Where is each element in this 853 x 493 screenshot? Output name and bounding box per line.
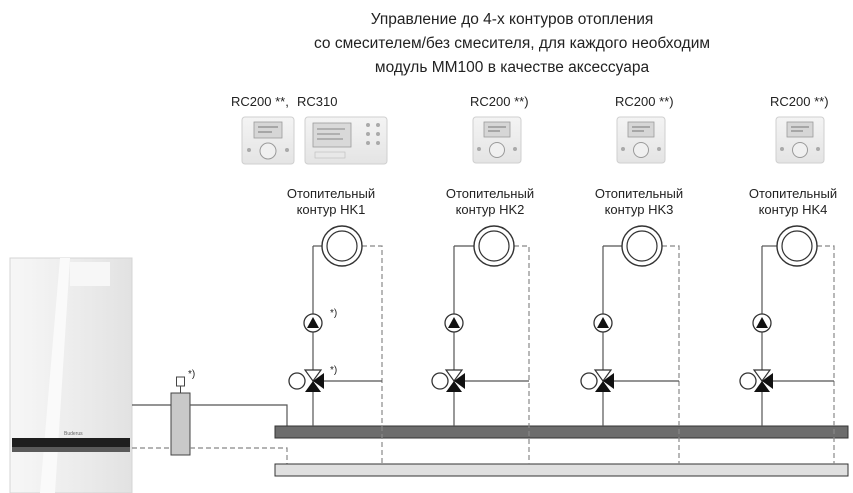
mixer-valve-hk3 [580, 369, 614, 392]
mixer-valve-hk1 [288, 369, 324, 392]
circuit-1-label-line2: контур HK1 [297, 202, 366, 217]
pump-hk1 [303, 313, 323, 333]
return-distribution-bar [274, 463, 849, 477]
pump-hk2 [444, 313, 464, 333]
supply-distribution-bar [274, 425, 849, 439]
separator-note: *) [188, 369, 195, 380]
title-line-2: со смесителем/без смесителя, для каждого… [314, 35, 710, 52]
controller-label-rc200-1: RC200 **, [231, 94, 289, 109]
controller-label-rc310: RC310 [297, 94, 337, 109]
mixer-note-hk1: *) [330, 365, 337, 376]
pump-hk4 [752, 313, 772, 333]
circuit-hk3 [580, 225, 680, 464]
mixer-valve-hk4 [739, 369, 773, 392]
pump-note-hk1: *) [330, 308, 337, 319]
boiler-image: Buderus [9, 257, 133, 493]
circuit-1-label-line1: Отопительный [287, 186, 375, 201]
rc200-device-image-4 [775, 116, 825, 164]
separator-return-pipe [190, 447, 288, 464]
radiator-hk1 [321, 225, 363, 267]
controller-label-rc200-4: RC200 **) [770, 94, 829, 109]
circuit-3-label-line2: контур HK3 [605, 202, 674, 217]
separator-supply-pipe [190, 404, 288, 426]
circuit-hk4 [739, 225, 835, 464]
title-line-1: Управление до 4-х контуров отопления [371, 11, 654, 28]
circuit-2-label-line2: контур HK2 [456, 202, 525, 217]
controller-label-rc200-2: RC200 **) [470, 94, 529, 109]
rc200-device-image-2 [472, 116, 522, 164]
radiator-hk4 [776, 225, 818, 267]
rc310-device-image [304, 116, 388, 165]
circuit-2-label-line1: Отопительный [446, 186, 534, 201]
boiler-brand: Buderus [64, 431, 83, 437]
circuit-4-label-line2: контур HK4 [759, 202, 828, 217]
pump-hk3 [593, 313, 613, 333]
controller-label-rc200-3: RC200 **) [615, 94, 674, 109]
hydraulic-separator [170, 376, 191, 456]
circuit-hk2 [431, 225, 530, 464]
rc200-device-image-3 [616, 116, 666, 164]
radiator-hk3 [621, 225, 663, 267]
mixer-valve-hk2 [431, 369, 465, 392]
circuit-3-label-line1: Отопительный [595, 186, 683, 201]
rc200-device-image-1 [241, 116, 295, 165]
title-line-3: модуль MM100 в качестве аксессуара [375, 59, 650, 76]
circuit-4-label-line1: Отопительный [749, 186, 837, 201]
radiator-hk2 [473, 225, 515, 267]
circuit-hk1 [288, 225, 383, 464]
